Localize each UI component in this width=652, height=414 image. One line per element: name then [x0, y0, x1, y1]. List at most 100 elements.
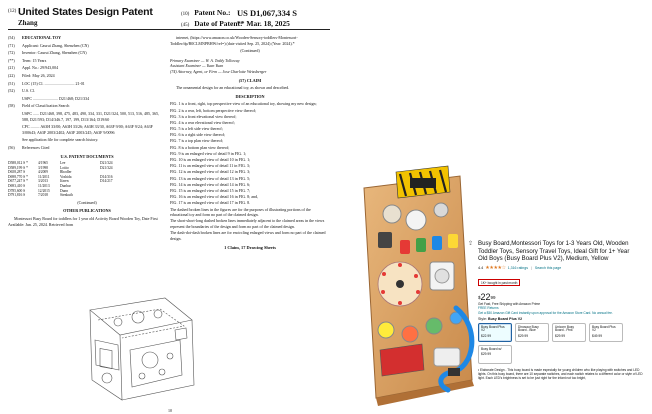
code-10: (10): [181, 12, 190, 17]
bib-field-text: EDUCATIONAL TOY: [22, 35, 62, 40]
bib-field-code: (**): [8, 57, 15, 63]
bib-field-text: LOC (15) Cl. ...........................…: [22, 80, 85, 86]
style-option-button[interactable]: Dinosaur Busy Board - Blue$29.99: [515, 323, 549, 342]
bib-field: CPC ......... A63H 33/00; A63H 33/26; A6…: [8, 124, 166, 135]
patent-date-label: Date of Patent:: [194, 19, 243, 28]
primary-examiner: Primary Examiner — W. A. Teddy Tolloway: [170, 57, 240, 63]
description-paragraph: FIG. 11 is an enlarged view of detail 11…: [170, 163, 250, 169]
bib-field: USPC ......................... D21/468; …: [8, 96, 166, 102]
star-rating-icon[interactable]: ★★★★☆: [485, 264, 506, 271]
attorney: (74) Attorney, Agent, or Firm — Jose Cha…: [170, 68, 267, 74]
style-option-price: $29.99: [518, 334, 529, 339]
style-option-button[interactable]: Busy Board w/$29.99: [478, 345, 512, 364]
rating-separator: |: [530, 265, 532, 270]
style-option-price: $49.99: [592, 334, 603, 339]
refs-title: U.S. PATENT DOCUMENTS: [60, 153, 114, 159]
bib-field-text: CPC ......... A63H 33/00; A63H 33/26; A6…: [22, 124, 153, 135]
bib-field: (51)LOC (15) Cl. .......................…: [8, 81, 166, 87]
price-symbol: $: [478, 294, 481, 300]
description-paragraph: FIG. 16 is an enlarged view of detail 16…: [170, 194, 259, 200]
feature-bullet-text: Elaborate Design - This busy board is ma…: [478, 368, 643, 381]
patent-date-row: (45) Date of Patent: ** Mar. 18, 2025: [181, 19, 290, 28]
bib-field-text: USPC ...... D21/468, 398, 475, 483, 490,…: [22, 110, 160, 122]
reference-cell: 11/2013: [38, 184, 50, 189]
reference-cell: D588,012 S *: [8, 161, 28, 166]
bib-field-text: USPC ......................... D21/468; …: [22, 95, 90, 101]
patent-document: (12) United States Design Patent Zhang (…: [8, 6, 330, 413]
bib-field-text: U.S. Cl.: [22, 88, 35, 94]
bib-field-text: Field of Classification Search: [22, 103, 70, 109]
description-paragraph: FIG. 6 is a right side view thereof;: [170, 132, 226, 138]
ratings-count-link[interactable]: 1,316 ratings: [507, 265, 528, 270]
description-paragraph: The dash-dot-dash broken lines are for e…: [170, 230, 326, 241]
assistant-examiner: Assistant Examiner — Yuan Yuan: [170, 63, 224, 69]
bib-field: USPC ...... D21/468, 398, 475, 483, 490,…: [8, 111, 166, 122]
bib-field-text: Applicant: Caurui Zhang, Shenzhen (CN): [22, 42, 89, 48]
patent-header: (12) United States Design Patent Zhang (…: [8, 6, 330, 30]
reference-cell: Lee: [60, 161, 66, 166]
style-option-button[interactable]: Unicorn Busy Board - Pink$29.99: [552, 323, 586, 342]
style-option-price: $29.99: [555, 334, 566, 339]
patent-date: Mar. 18, 2025: [246, 19, 290, 28]
product-image-busy-board[interactable]: [356, 158, 476, 408]
bib-field-text: Appl. No.: 29/943,004: [22, 65, 59, 71]
claim-text: The ornamental design for an educational…: [176, 85, 290, 91]
description-paragraph: FIG. 10 is an enlarged view of detail 10…: [170, 157, 251, 163]
bib-field-text: See application file for complete search…: [22, 137, 99, 143]
style-option-name: Busy Board w/: [481, 346, 502, 351]
code-45: (45): [181, 23, 190, 28]
description-paragraph: FIG. 15 is an enlarged view of detail 15…: [170, 187, 251, 193]
style-option-button[interactable]: Busy Board Plus V2$22.99: [478, 323, 512, 342]
free-returns-link[interactable]: FREE Returns: [478, 306, 499, 311]
bib-field-code: [8, 96, 22, 102]
bib-field: (56)References Cited: [8, 145, 166, 151]
description-paragraph: The short-short-long dashed broken lines…: [170, 218, 325, 229]
reference-cell: Rhodler: [60, 170, 72, 175]
reference-cell: D698,770 S *: [8, 174, 28, 179]
patent-figure-drawing: [89, 297, 195, 401]
description-paragraph: FIG. 8 is a bottom plan view thereof;: [170, 144, 230, 150]
description-paragraph: FIG. 13 is an enlarged view of detail 13…: [170, 175, 251, 181]
feature-bullet: • Elaborate Design - This busy board is …: [478, 368, 643, 381]
style-option-name: Busy Board Plus V2: [592, 324, 616, 333]
description-title: DESCRIPTION: [235, 93, 265, 99]
patent-inventor: Zhang: [18, 19, 38, 27]
reference-cell: 4/1965: [38, 161, 48, 166]
description-paragraph: FIG. 7 is a top plan view thereof;: [170, 138, 224, 144]
style-option-button[interactable]: Busy Board Plus V2$49.99: [589, 323, 623, 342]
description-paragraph: FIG. 3 is a front elevational view there…: [170, 113, 237, 119]
search-this-page-link[interactable]: Search this page: [534, 265, 562, 270]
price: $2299: [478, 292, 650, 302]
description-paragraph: FIG. 9 is an enlarged view of detail 9 i…: [170, 150, 247, 156]
reference-cell: 7/2018: [38, 193, 48, 198]
style-option-price: $29.99: [481, 352, 492, 357]
bib-field-code: [8, 111, 22, 122]
bib-field: (21)Appl. No.: 29/943,004: [8, 65, 166, 71]
product-title[interactable]: Busy Board,Montessori Toys for 1-3 Years…: [478, 240, 630, 263]
bib-field: (72)Inventor: Caurui Zhang, Shenzhen (CN…: [8, 50, 166, 56]
reference-cell: D693,410 S: [8, 184, 26, 189]
gift-card-offer[interactable]: Get a $50 Amazon Gift Card instantly upo…: [478, 310, 613, 315]
reference-cell: Stenkuth: [60, 193, 73, 198]
reference-cell: [100, 193, 140, 198]
patent-date-value: ** Mar. 18, 2025: [237, 19, 290, 28]
bib-field-text: Filed: May 26, 2024: [22, 72, 55, 78]
claim-footer: 1 Claim, 17 Drawing Sheets: [224, 245, 276, 251]
reference-cell: Ifaren: [60, 179, 69, 184]
bib-field-text: Term: 15 Years: [22, 57, 47, 63]
reference-cell: Voshida: [60, 174, 72, 179]
share-icon[interactable]: ⇪: [468, 241, 474, 247]
patent-number-label: Patent No.:: [194, 8, 231, 17]
bib-field-code: (22): [8, 72, 15, 78]
right-continued: (Continued): [240, 48, 260, 54]
bib-field: (54)EDUCATIONAL TOY: [8, 35, 166, 41]
description-paragraph: FIG. 17 is an enlarged view of detail 17…: [170, 200, 251, 206]
style-value: Busy Board Plus V2: [488, 317, 523, 321]
bib-field-code: (56): [8, 144, 15, 150]
reference-cell: 3/2013: [38, 179, 48, 184]
